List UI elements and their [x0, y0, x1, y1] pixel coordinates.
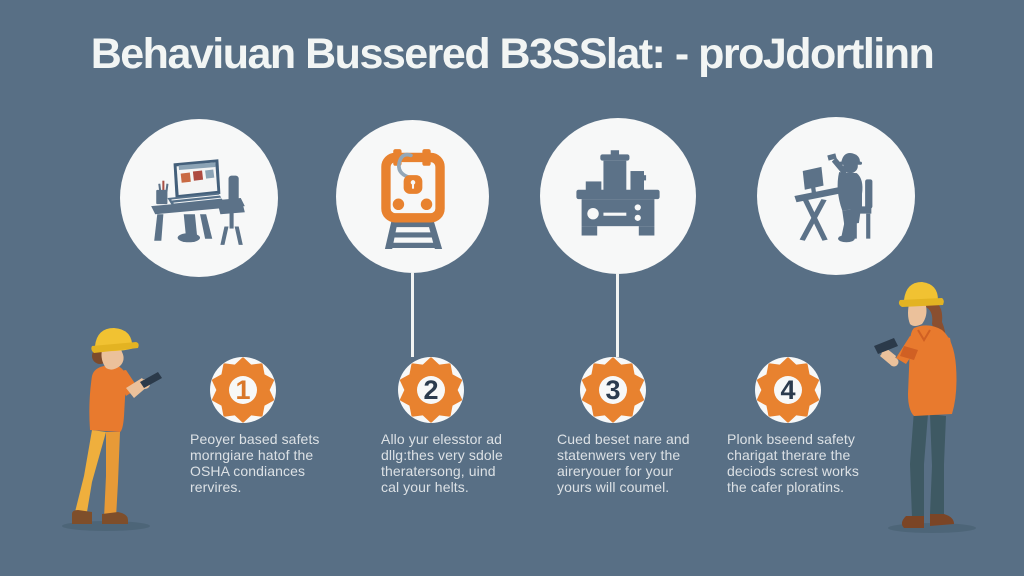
step-description-2: Allo yur elesstor ad dllg:thes very sdol…	[381, 431, 503, 496]
step-badge-2: 2	[398, 357, 464, 423]
step-badge-4: 4	[755, 357, 821, 423]
step-description-3: Cued beset nare and statenwers very the …	[557, 431, 690, 496]
ladder-lock-icon	[380, 148, 445, 249]
step-number: 4	[780, 374, 796, 405]
step-circle-1	[120, 119, 278, 277]
gear-badge-icon	[755, 357, 821, 423]
step-number: 3	[605, 374, 621, 405]
worker-figure-right	[870, 274, 978, 540]
step-description-4: Plonk bseend safety charigat therare the…	[727, 431, 859, 496]
page-title: Behaviuan Bussered B3SSlat: - proJdortli…	[90, 30, 935, 78]
step-badge-3: 3	[580, 357, 646, 423]
construction-worker-with-phone-icon	[62, 328, 162, 531]
computer-workstation-icon	[151, 159, 245, 245]
gear-badge-icon	[580, 357, 646, 423]
step-badge-1: 1	[210, 357, 276, 423]
step-circle-4	[757, 117, 915, 275]
step-number: 2	[423, 374, 439, 405]
workbench-machine-icon	[576, 150, 660, 236]
connector-line-2	[411, 273, 414, 357]
step-circle-3	[540, 118, 696, 274]
construction-worker-with-phone-icon	[874, 282, 976, 533]
worker-figure-left	[48, 326, 176, 536]
gear-badge-icon	[210, 357, 276, 423]
engineer-drafting-desk-icon	[794, 153, 873, 243]
step-description-1: Peoyer based safets morngiare hatof the …	[190, 431, 320, 496]
connector-line-3	[616, 273, 619, 357]
gear-badge-icon	[398, 357, 464, 423]
step-number: 1	[235, 374, 251, 405]
step-circle-2	[336, 120, 489, 273]
